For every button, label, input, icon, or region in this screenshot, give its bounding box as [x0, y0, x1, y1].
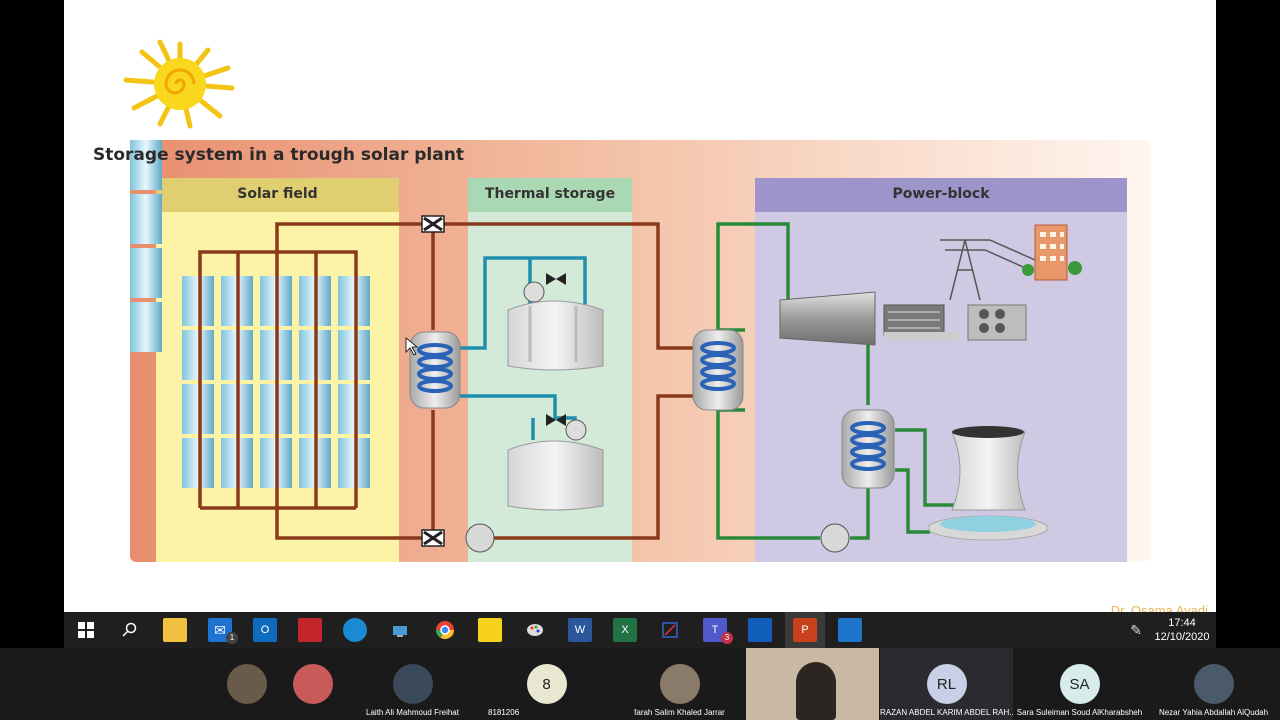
pen-icon[interactable]: ✎ — [1130, 622, 1142, 639]
participant-tile[interactable]: SA Sara Suleiman Soud AlKharabsheh — [1013, 648, 1146, 720]
heat-exchanger — [693, 330, 743, 410]
sun-logo-icon — [120, 38, 240, 130]
avatar: 8 — [527, 664, 567, 704]
hot-salt-tank — [508, 301, 603, 370]
trough-solar-plant-diagram — [130, 140, 1150, 562]
participant-name: RAZAN ABDEL KARIM ABDEL RAH... — [880, 708, 1013, 717]
participant-video — [796, 662, 836, 720]
section-label-solar-field: Solar field — [156, 186, 399, 202]
snipping-icon[interactable] — [658, 618, 682, 642]
participant-name: 8181206 — [480, 708, 621, 717]
section-label-power-block: Power-block — [755, 186, 1127, 202]
avatar — [1194, 664, 1234, 704]
avatar — [393, 664, 433, 704]
clock-date: 12/10/2020 — [1152, 630, 1212, 644]
participant-tile[interactable]: Laith Ali Mahmoud Freihat — [346, 648, 479, 720]
windows-start-icon[interactable] — [74, 618, 98, 642]
word-icon[interactable]: W — [568, 618, 592, 642]
avatar — [293, 664, 333, 704]
windows-taskbar: ✉ 1 O W X T 3 P ✎ 17:44 12/10/2020 — [64, 612, 1216, 648]
search-icon[interactable] — [118, 618, 142, 642]
office-app-icon[interactable] — [298, 618, 322, 642]
meeting-participants-strip: Laith Ali Mahmoud Freihat 8 8181206 fara… — [0, 648, 1280, 720]
mail-badge: 1 — [226, 632, 238, 644]
watermark: Dr. Osama Ayadi — [1111, 603, 1208, 612]
clock-time: 17:44 — [1152, 616, 1212, 630]
excel-icon[interactable]: X — [613, 618, 637, 642]
powerpoint-icon[interactable]: P — [793, 618, 817, 642]
participant-name: Laith Ali Mahmoud Freihat — [346, 708, 479, 717]
paint-icon[interactable] — [523, 618, 547, 642]
avatar — [660, 664, 700, 704]
avatar: RL — [927, 664, 967, 704]
section-label-thermal-storage: Thermal storage — [468, 186, 632, 202]
condenser — [842, 410, 894, 488]
participant-name: Nezar Yahia Abdallah AlQudah — [1147, 708, 1280, 717]
cold-salt-tank — [508, 441, 603, 510]
edge-icon[interactable] — [343, 618, 367, 642]
avatar: SA — [1060, 664, 1100, 704]
network-app-icon[interactable] — [388, 618, 412, 642]
participant-tile[interactable]: 8 8181206 — [480, 648, 613, 720]
participant-name: farah Salim Khaled Jarrar — [613, 708, 746, 717]
heat-exchanger — [410, 332, 460, 408]
participant-tile[interactable]: farah Salim Khaled Jarrar — [613, 648, 746, 720]
chrome-icon[interactable] — [433, 618, 457, 642]
participant-tile[interactable]: Nezar Yahia Abdallah AlQudah — [1147, 648, 1280, 720]
photos-icon[interactable] — [838, 618, 862, 642]
figure-title: Storage system in a trough solar plant — [93, 145, 464, 165]
participant-tile[interactable]: RL RAZAN ABDEL KARIM ABDEL RAH... — [880, 648, 1013, 720]
system-clock[interactable]: 17:44 12/10/2020 — [1152, 616, 1212, 644]
participant-name: Sara Suleiman Soud AlKharabsheh — [1013, 708, 1146, 717]
sticky-notes-icon[interactable] — [478, 618, 502, 642]
teams-badge: 3 — [721, 632, 733, 644]
file-explorer-icon[interactable] — [163, 618, 187, 642]
whiteboard-icon[interactable] — [748, 618, 772, 642]
participant-video-tile[interactable] — [746, 648, 879, 720]
outlook-icon[interactable]: O — [253, 618, 277, 642]
